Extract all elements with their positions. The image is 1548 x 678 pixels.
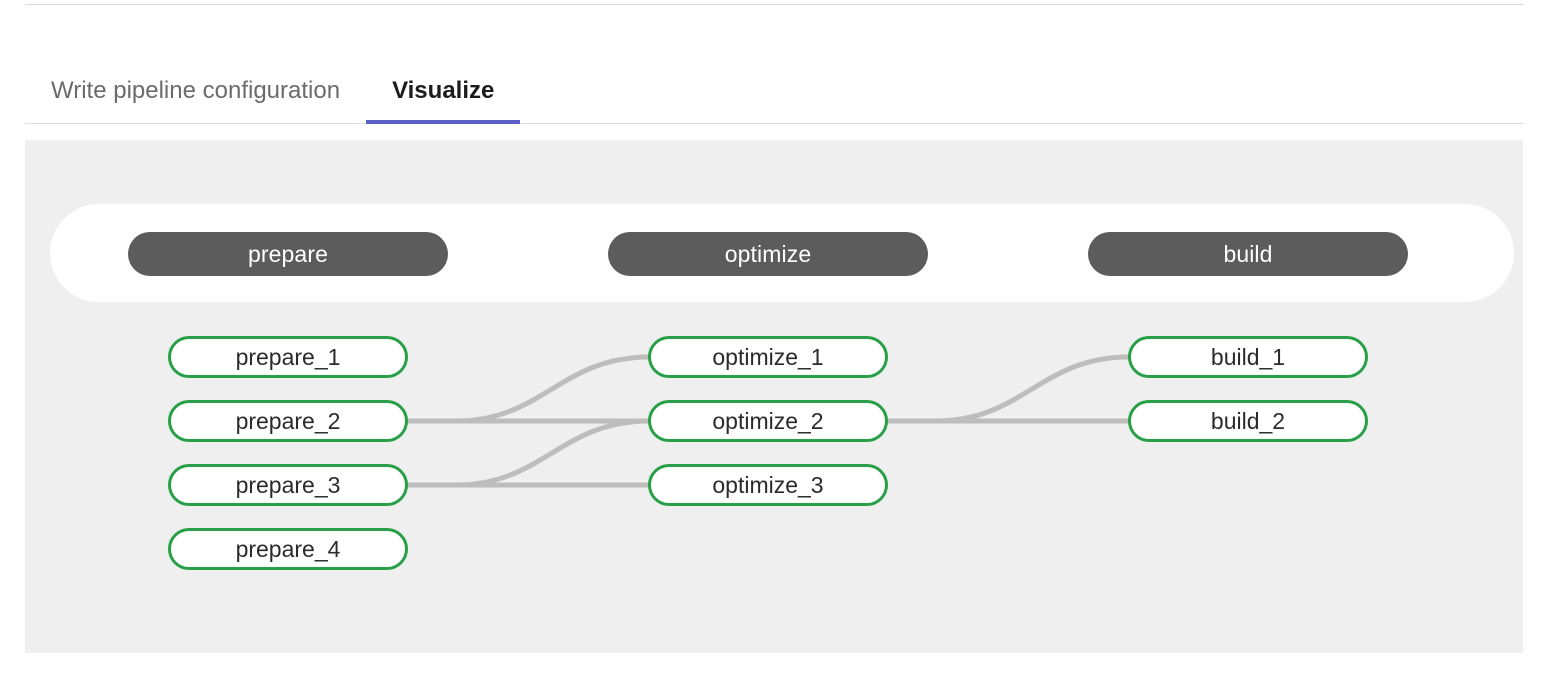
tab-label: Visualize	[392, 77, 495, 104]
pipeline-node-optimize_1[interactable]: optimize_1	[648, 336, 888, 378]
top-divider	[25, 4, 1523, 5]
pipeline-edge-prepare_3-to-optimize_2	[405, 418, 651, 488]
pipeline-node-label: optimize_1	[712, 344, 824, 370]
pipeline-edges	[405, 354, 1131, 488]
stage-pill-prepare[interactable]: prepare	[128, 232, 448, 276]
tab-bar-divider	[25, 123, 1523, 124]
pipeline-node-label: prepare_3	[235, 472, 341, 498]
pipeline-edge-prepare_2-to-optimize_1	[405, 354, 651, 424]
pipeline-node-build_1[interactable]: build_1	[1128, 336, 1368, 378]
pipeline-node-label: prepare_1	[235, 344, 341, 370]
pipeline-node-label: build_2	[1210, 408, 1286, 434]
stage-pill-label: build	[1223, 241, 1273, 267]
pipeline-node-label: build_1	[1210, 344, 1286, 370]
pipeline-node-label: prepare_4	[235, 536, 341, 562]
pipeline-node-build_2[interactable]: build_2	[1128, 400, 1368, 442]
pipeline-node-label: optimize_3	[712, 472, 824, 498]
pipeline-node-prepare_2[interactable]: prepare_2	[168, 400, 408, 442]
pipeline-node-prepare_4[interactable]: prepare_4	[168, 528, 408, 570]
pipeline-node-prepare_3[interactable]: prepare_3	[168, 464, 408, 506]
tab-write-pipeline-configuration[interactable]: Write pipeline configuration	[25, 36, 366, 124]
pipeline-node-label: optimize_2	[712, 408, 824, 434]
tab-active-indicator	[366, 120, 521, 124]
pipeline-node-optimize_3[interactable]: optimize_3	[648, 464, 888, 506]
pipeline-node-optimize_2[interactable]: optimize_2	[648, 400, 888, 442]
stage-pill-label: optimize	[724, 241, 812, 267]
tab-list: Write pipeline configuration Visualize	[25, 36, 521, 124]
pipeline-node-label: prepare_2	[235, 408, 341, 434]
tab-label: Write pipeline configuration	[51, 77, 341, 104]
pipeline-node-prepare_1[interactable]: prepare_1	[168, 336, 408, 378]
tab-bar: Write pipeline configuration Visualize	[25, 36, 1523, 124]
stage-pill-optimize[interactable]: optimize	[608, 232, 928, 276]
stage-pill-label: prepare	[248, 241, 328, 267]
stage-pill-build[interactable]: build	[1088, 232, 1408, 276]
pipeline-edge-optimize_2-to-build_1	[885, 354, 1131, 424]
tab-visualize[interactable]: Visualize	[366, 36, 521, 124]
